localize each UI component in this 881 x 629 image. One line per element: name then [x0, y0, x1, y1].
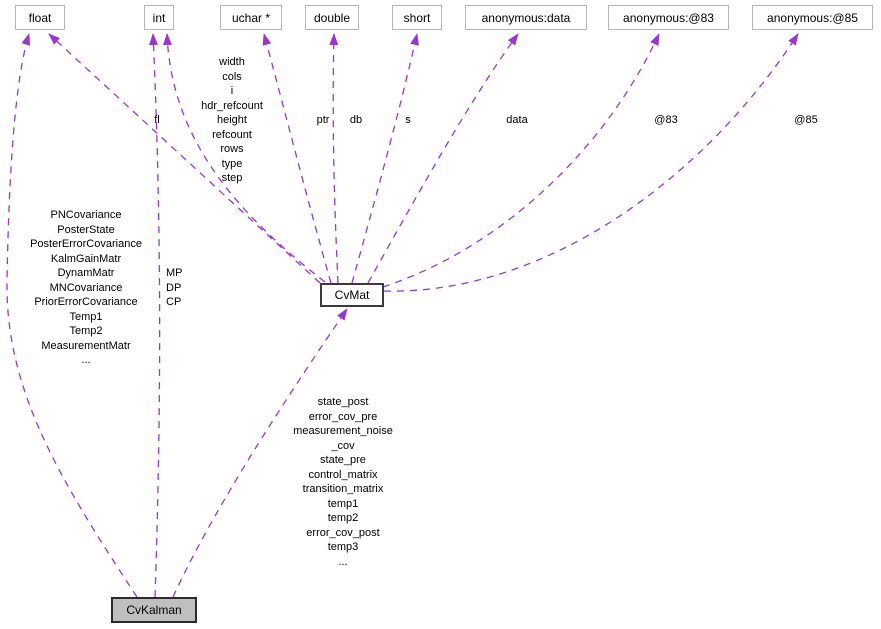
- edge-label-cvmat-data-member: data: [506, 114, 528, 126]
- edge-label-cvkalman-int-members: MP DP CP: [166, 267, 183, 308]
- edge-cvmat-to-short: [351, 33, 419, 284]
- edge-label-cvmat-double-member: db: [349, 114, 363, 126]
- node-anonymous-83: anonymous:@83: [608, 5, 729, 30]
- node-cvmat[interactable]: CvMat: [320, 283, 384, 307]
- node-uchar-ptr: uchar *: [220, 5, 282, 30]
- edge-cvkalman-to-float: [6, 33, 138, 598]
- node-int: int: [144, 5, 174, 30]
- node-anonymous-data: anonymous:data: [465, 5, 587, 30]
- edge-label-cvmat-anon83-member: @83: [654, 114, 678, 126]
- edge-cvmat-to-float: [48, 33, 321, 284]
- node-short: short: [392, 5, 442, 30]
- edge-label-cvmat-float-member: fl: [154, 114, 160, 126]
- edge-cvmat-to-anon-83: [382, 33, 660, 288]
- edge-label-cvmat-uchar-member: ptr: [316, 114, 330, 126]
- edge-label-cvmat-short-member: s: [405, 114, 411, 126]
- edge-cvkalman-to-int: [149, 33, 161, 598]
- node-cvkalman: CvKalman: [111, 597, 197, 623]
- edge-label-cvmat-int-members: width cols i hdr_refcount height refcoun…: [201, 56, 263, 184]
- edge-label-cvmat-anon85-member: @85: [794, 114, 818, 126]
- edge-cvmat-to-double: [329, 33, 339, 284]
- edge-cvmat-to-uchar: [262, 33, 332, 284]
- edge-label-cvkalman-cvmat-members: state_post error_cov_pre measurement_noi…: [293, 396, 393, 568]
- edge-cvmat-to-anon-85: [383, 33, 799, 292]
- edge-label-cvkalman-float-members: PNCovariance PosterState PosterErrorCova…: [30, 209, 142, 366]
- node-double: double: [305, 5, 359, 30]
- node-anonymous-85: anonymous:@85: [752, 5, 873, 30]
- node-float: float: [15, 5, 65, 30]
- edge-cvmat-to-anon-data: [367, 33, 519, 284]
- edge-cvkalman-to-cvmat: [172, 308, 348, 598]
